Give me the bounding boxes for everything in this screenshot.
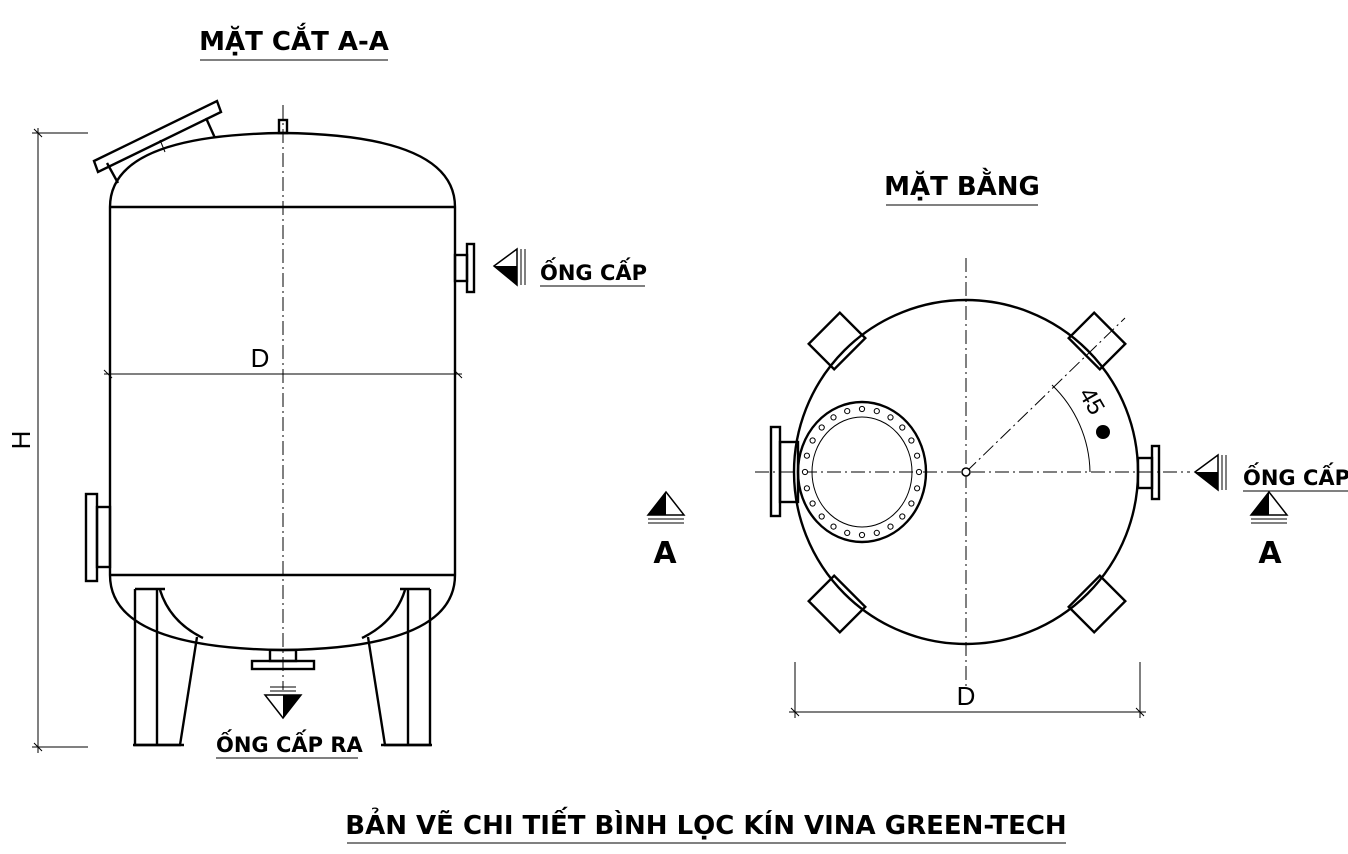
bolt-hole (809, 500, 816, 507)
bolt-hole (818, 513, 825, 520)
bolt-hole (858, 405, 866, 413)
plan-diameter-tick-right (1135, 707, 1145, 717)
bolt-hole (844, 529, 851, 537)
section-inlet-label: ỐNG CẤP (540, 257, 647, 285)
bolt-hole (818, 424, 825, 431)
bolt-hole (844, 408, 851, 415)
plan-diagonal-line (965, 317, 1126, 473)
section-diameter-tick-left (103, 369, 113, 379)
top-vent-nozzle (277, 118, 289, 135)
plan-view: MẶT BẰNG 45 (646, 166, 1348, 718)
bolt-hole (887, 414, 894, 421)
angle-arc (1051, 384, 1091, 473)
plan-inlet-label: ỐNG CẤP (1243, 462, 1348, 490)
height-label: H (6, 431, 36, 450)
plan-inlet-arrow-icon (1193, 453, 1227, 492)
bolt-hole (899, 513, 906, 520)
plan-diameter-tick-left (790, 707, 800, 717)
section-marker-right-icon (1249, 490, 1289, 524)
inlet-arrow-icon (492, 247, 526, 287)
section-view-title: MẶT CẮT A-A (199, 21, 389, 57)
section-marker-left-label: A (653, 536, 677, 571)
drawing-title: BẢN VẼ CHI TIẾT BÌNH LỌC KÍN VINA GREEN-… (345, 806, 1066, 841)
angle-label: 45 (1073, 383, 1110, 420)
leg-pad-ne (1067, 311, 1127, 371)
bolt-hole (809, 437, 816, 444)
section-view: MẶT CẮT A-A ỐNG CẤP (6, 21, 647, 759)
side-manhole-left (84, 492, 112, 583)
section-marker-left-icon (646, 490, 686, 524)
height-tick-top (33, 128, 43, 138)
bolt-holes (801, 405, 923, 539)
bolt-hole (914, 485, 921, 492)
bolt-hole (830, 523, 837, 530)
plan-view-title: MẶT BẰNG (884, 166, 1040, 202)
section-diameter-tick-right (453, 369, 463, 379)
section-outlet-label: ỐNG CẤP RA (216, 729, 364, 757)
inlet-nozzle-right (453, 242, 476, 294)
bolt-hole (803, 452, 811, 459)
bolt-hole (830, 414, 837, 421)
leg-pad-sw (807, 574, 867, 634)
plan-inlet-nozzle-right (1136, 444, 1161, 501)
leg-pad-se (1067, 574, 1127, 634)
bolt-hole (873, 408, 880, 415)
bolt-hole (915, 468, 923, 476)
outlet-arrow-icon (263, 686, 303, 720)
bolt-hole (887, 523, 894, 530)
leg-pad-nw (807, 311, 867, 371)
bottom-outlet-nozzle (250, 648, 316, 671)
support-leg-right (361, 587, 432, 747)
bolt-hole (801, 468, 809, 476)
vent-point-mark (1096, 425, 1110, 439)
bolt-hole (858, 531, 866, 539)
support-leg-left (133, 587, 204, 747)
bolt-hole (803, 485, 811, 492)
plan-manhole-nozzle-left (769, 425, 800, 518)
plan-center-mark (961, 467, 971, 477)
manhole-top (92, 99, 223, 184)
bolt-hole (873, 529, 880, 537)
section-marker-right-label: A (1258, 536, 1282, 571)
bolt-hole (908, 500, 915, 507)
section-diameter-label: D (251, 343, 270, 373)
bolt-hole (899, 424, 906, 431)
bolt-hole (914, 452, 921, 459)
plan-diameter-label: D (957, 681, 976, 711)
bolt-hole (908, 437, 915, 444)
height-tick-bottom (33, 742, 43, 752)
